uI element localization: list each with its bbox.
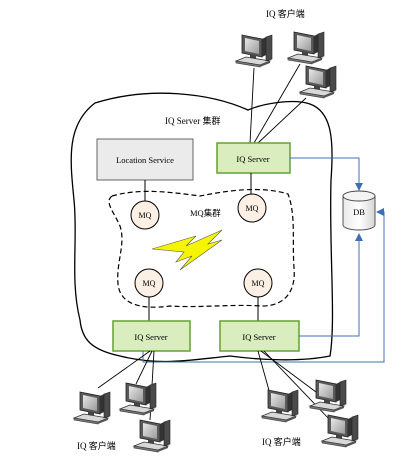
- computer-icon: [321, 414, 359, 448]
- mq-cluster-label: MQ集群: [190, 208, 221, 218]
- mq-node-label: MQ: [252, 279, 265, 288]
- mq-node: [237, 193, 267, 223]
- computer-icon: [119, 382, 157, 416]
- mq-node-label: MQ: [246, 204, 259, 213]
- computer-icon: [309, 379, 347, 413]
- lightning-icon: [151, 229, 223, 271]
- db-link: [290, 157, 363, 191]
- client-link: [260, 350, 317, 393]
- iq-server-label: IQ Server: [242, 332, 275, 342]
- db-link: [142, 208, 385, 363]
- iq-server-label: IQ Server: [134, 332, 167, 342]
- mq-node-label: MQ: [139, 211, 152, 220]
- db-label: DB: [353, 207, 365, 217]
- client-link: [135, 350, 153, 385]
- database-icon: [342, 190, 376, 231]
- computer-icon: [261, 389, 299, 423]
- location-service-label: Location Service: [116, 155, 174, 165]
- cluster-boundary: [70, 92, 334, 363]
- client-bottom-right-label: IQ 客户端: [262, 436, 301, 447]
- mq-node: [130, 200, 160, 230]
- mq-cluster-boundary: [108, 188, 295, 308]
- location-service-box: [96, 138, 194, 181]
- iq-server-box: [219, 320, 300, 352]
- db-link: [299, 233, 363, 337]
- client-top-label: IQ 客户端: [266, 8, 305, 19]
- computer-icon: [235, 34, 273, 68]
- computer-icon: [133, 419, 171, 453]
- client-link: [257, 350, 271, 395]
- computer-icon: [287, 31, 325, 65]
- computer-icon: [73, 391, 111, 425]
- client-link: [253, 63, 301, 144]
- client-link: [257, 97, 307, 144]
- mq-node-label: MQ: [143, 279, 156, 288]
- client-link: [97, 350, 151, 389]
- client-link: [249, 67, 255, 144]
- iq-server-label: IQ Server: [236, 154, 269, 164]
- iq-server-box: [112, 320, 191, 352]
- client-bottom-left-label: IQ 客户端: [77, 440, 116, 451]
- cluster-label: IQ Server 集群: [165, 115, 221, 126]
- computer-icon: [299, 65, 337, 99]
